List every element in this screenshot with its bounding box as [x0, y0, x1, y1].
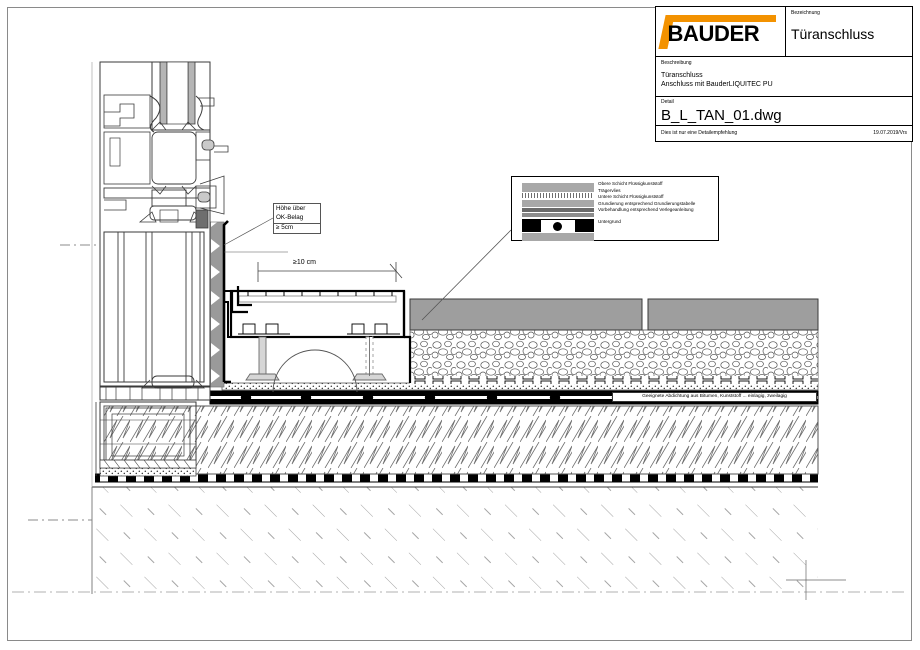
callout-height-above-covering: Höhe über OK-Belag ≥ 5cm: [273, 203, 321, 234]
title-block-row-designation: BAUDER Bezeichnung Türanschluss: [656, 7, 912, 57]
swatch-primer: [522, 208, 594, 212]
description-lines: Türanschluss Anschluss mit BauderLIQUITE…: [661, 71, 907, 89]
legend-item-4: Vorbehandlung entsprechend Verlegeanleit…: [598, 207, 694, 213]
legend-swatch-stack: [522, 183, 594, 241]
designation-label: Bezeichnung: [791, 10, 820, 16]
legend-item-0: Obere Schicht Flüssigkunststoff: [598, 181, 663, 186]
description-label: Beschreibung: [661, 60, 692, 66]
lower-waterproofing-layer: [95, 473, 818, 483]
bauder-logo: BAUDER: [657, 14, 780, 49]
membrane-label: Geeignete Abdichtung aus Bitumen, Kunsts…: [612, 392, 817, 402]
flashing-return-detail: [230, 286, 412, 383]
legend-leader-line: [421, 229, 512, 321]
swatch-substrate-left-black: [522, 219, 541, 232]
detail-circle: [272, 349, 358, 393]
swatch-substrate-base: [522, 233, 594, 241]
door-frame-profile: [95, 61, 229, 477]
footer-note: Dies ist nur eine Detailempfehlung: [661, 130, 738, 136]
description-line-1: Türanschluss: [661, 72, 703, 79]
swatch-substrate-dot: [553, 222, 562, 231]
legend-label-list: Obere Schicht Flüssigkunststoff Trägervl…: [598, 181, 718, 226]
legend-item-5: Untergrund: [598, 218, 621, 224]
legend-item-3: Grundierung entsprechend Grundierungstab…: [598, 200, 696, 206]
layer-legend: Obere Schicht Flüssigkunststoff Trägervl…: [511, 176, 719, 241]
detail-label: Detail: [661, 99, 674, 105]
dimension-line-overlap: [257, 262, 403, 282]
protection-fleece: [221, 382, 819, 391]
swatch-top-liquid-layer: [522, 183, 594, 192]
callout-height-text: Höhe über OK-Belag: [274, 204, 320, 224]
callout-height-line-1: Höhe über: [276, 205, 306, 212]
logo-orange-bar: [665, 14, 776, 22]
thermal-insulation-layer: [103, 405, 819, 475]
title-block-row-footer: Dies ist nur eine Detailempfehlung 19.07…: [656, 126, 912, 141]
dimension-label-overlap: ≥10 cm: [291, 258, 318, 267]
sheet-border: [7, 7, 912, 641]
legend-item-2: Untere Schicht Flüssigkunststoff: [598, 194, 664, 200]
section-marks: [12, 62, 906, 600]
swatch-pretreatment: [522, 213, 594, 217]
designation-value: Türanschluss: [791, 26, 875, 42]
footer-date: 19.07.2019/Vrs: [873, 130, 907, 136]
liquid-flashing-line: [222, 220, 231, 384]
title-block-row-description: Beschreibung Türanschluss Anschluss mit …: [656, 57, 912, 97]
brand-logo-cell: BAUDER: [656, 7, 786, 56]
description-line-2: Anschluss mit BauderLIQUITEC PU: [661, 81, 773, 88]
concrete-substrate: [91, 486, 818, 594]
callout-height-value: ≥ 5cm: [276, 224, 294, 231]
logo-wordmark: BAUDER: [667, 20, 760, 46]
paving-slab: [409, 298, 819, 331]
title-block: BAUDER Bezeichnung Türanschluss Beschrei…: [655, 6, 913, 142]
legend-item-1: Trägervlies: [598, 187, 621, 193]
callout-leader-line: [223, 217, 288, 253]
entrance-grate: [221, 289, 406, 339]
swatch-bottom-liquid-layer: [522, 200, 594, 207]
designation-cell: Bezeichnung Türanschluss: [786, 7, 912, 56]
detail-filename: B_L_TAN_01.dwg: [661, 107, 782, 124]
title-block-row-detail: Detail B_L_TAN_01.dwg: [656, 97, 912, 126]
swatch-fleece: [522, 193, 594, 198]
callout-height-line-2: OK-Belag: [276, 213, 304, 221]
callout-height-value-cell: ≥ 5cm: [274, 224, 320, 234]
swatch-substrate-right-black: [575, 219, 594, 232]
gravel-bed: [409, 329, 819, 384]
pedestal-supports: [245, 336, 387, 381]
